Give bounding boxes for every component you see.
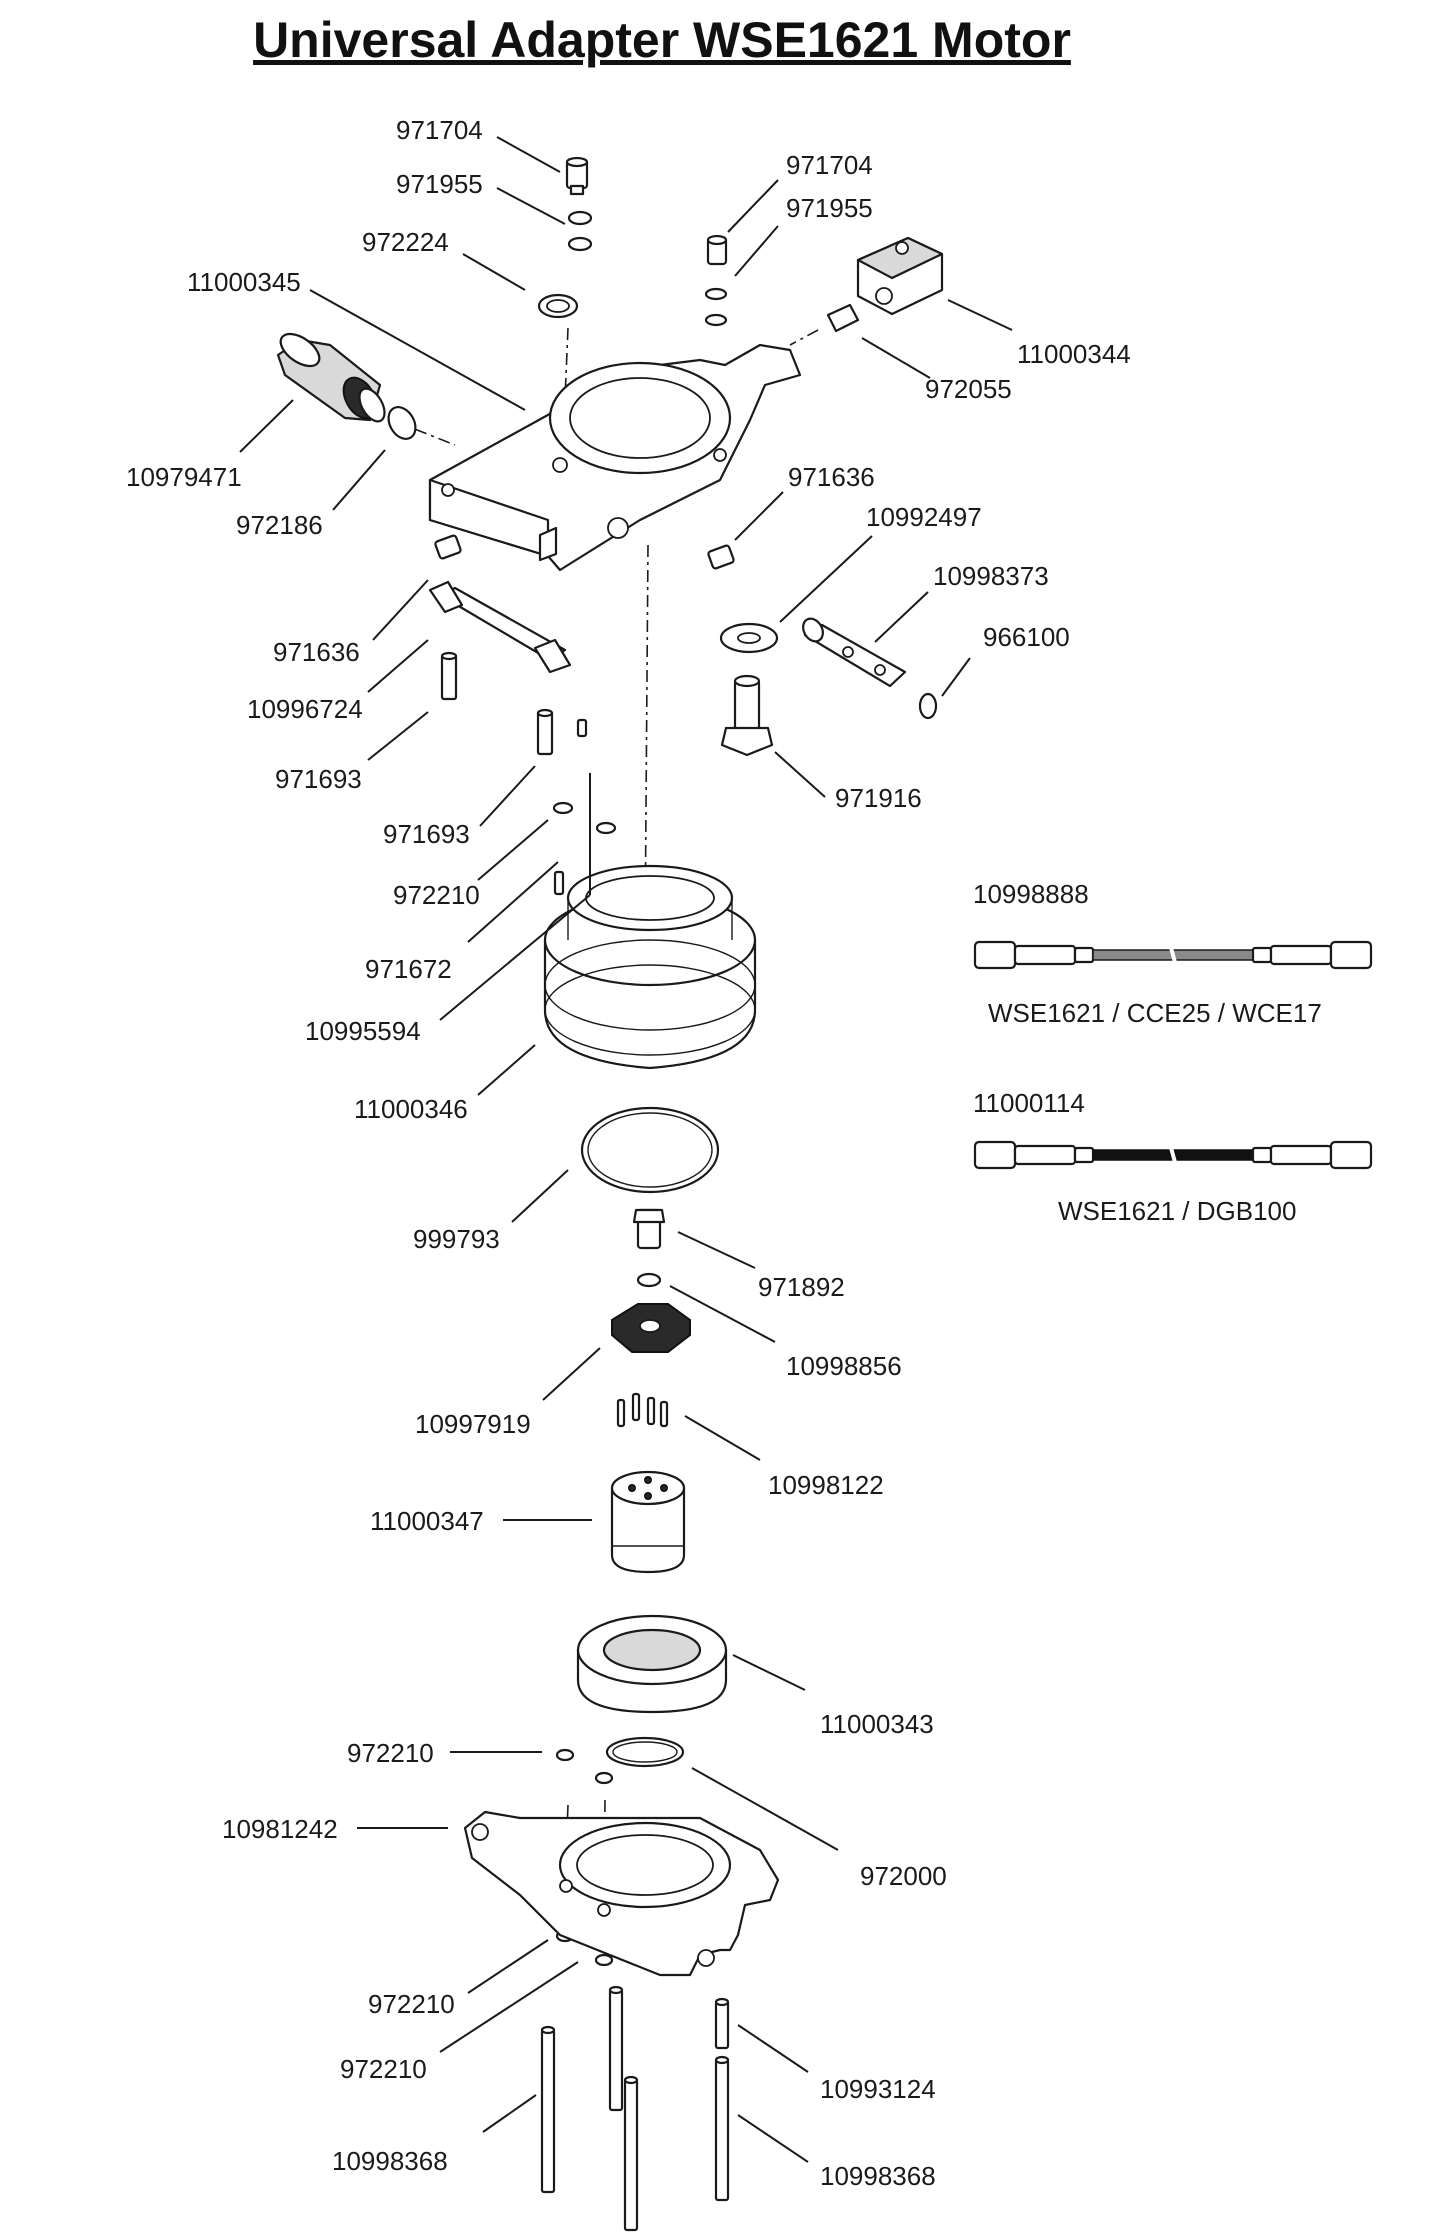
label-10995594: 10995594 — [305, 1016, 421, 1046]
label-971892: 971892 — [758, 1272, 845, 1302]
part-971704-b — [706, 234, 728, 266]
label-10998368-b: 10998368 — [820, 2161, 936, 2191]
label-11000343: 11000343 — [820, 1709, 934, 1739]
part-972210-washer-4 — [594, 1771, 614, 1785]
part-972000 — [605, 1736, 685, 1768]
cable-11000114: 11000114 WSE1621 / DGB100 — [973, 1088, 1373, 1226]
label-10979471: 10979471 — [126, 462, 242, 492]
part-971636-a — [707, 544, 735, 570]
label-972224: 972224 — [362, 227, 449, 257]
label-971704-a: 971704 — [396, 115, 483, 145]
part-10993124 — [608, 1985, 730, 2112]
label-11000346: 11000346 — [354, 1094, 468, 1124]
part-971892 — [632, 1208, 666, 1250]
diagram-title: Universal Adapter WSE1621 Motor — [253, 12, 1071, 68]
part-971955-a-1 — [567, 210, 593, 226]
label-972000: 972000 — [860, 1861, 947, 1891]
label-971636-a: 971636 — [788, 462, 875, 492]
part-11000344 — [856, 236, 944, 316]
label-10993124: 10993124 — [820, 2074, 936, 2104]
part-11000343 — [576, 1614, 728, 1714]
part-972210-washer-1 — [552, 801, 574, 815]
part-971672 — [553, 870, 565, 896]
part-971636-b — [434, 534, 462, 560]
label-10998368-a: 10998368 — [332, 2146, 448, 2176]
part-971693-b — [536, 708, 588, 756]
part-10998856-washer — [636, 1272, 662, 1288]
axis-pin — [789, 329, 819, 346]
label-971955-b: 971955 — [786, 193, 873, 223]
part-972210-washer-3 — [555, 1748, 575, 1762]
label-971693-a: 971693 — [275, 764, 362, 794]
label-971704-b: 971704 — [786, 150, 873, 180]
part-10996724 — [428, 580, 572, 674]
label-972210-c: 972210 — [368, 1989, 455, 2019]
part-971704-a — [565, 156, 589, 196]
label-999793: 999793 — [413, 1224, 500, 1254]
part-971693-a — [440, 651, 458, 701]
leader-lines — [239, 136, 1013, 2163]
part-10981242 — [463, 1810, 780, 1977]
label-10992497: 10992497 — [866, 502, 982, 532]
label-971916: 971916 — [835, 783, 922, 813]
label-11000344: 11000344 — [1017, 339, 1131, 369]
cable-graphic — [973, 1140, 1373, 1170]
label-10998122: 10998122 — [768, 1470, 884, 1500]
label-10998856: 10998856 — [786, 1351, 902, 1381]
cable-part-number: 11000114 — [973, 1088, 1085, 1118]
cable-graphic — [973, 940, 1373, 970]
part-10997919 — [611, 1303, 691, 1353]
label-972210-d: 972210 — [340, 2054, 427, 2084]
label-966100: 966100 — [983, 622, 1070, 652]
cable-caption: WSE1621 / DGB100 — [1058, 1196, 1296, 1226]
label-972186: 972186 — [236, 510, 323, 540]
cable-caption: WSE1621 / CCE25 / WCE17 — [988, 998, 1322, 1028]
cable-10998888: 10998888 WSE1621 / CCE25 / WCE17 — [973, 879, 1373, 1028]
part-10998368-bolts — [540, 2025, 730, 2232]
part-972186 — [387, 406, 417, 440]
part-972210-washer-2 — [595, 821, 617, 835]
label-971955-a: 971955 — [396, 169, 483, 199]
part-10979471 — [276, 332, 386, 423]
part-999793 — [580, 1106, 720, 1194]
label-972055: 972055 — [925, 374, 1012, 404]
label-972210-a: 972210 — [393, 880, 480, 910]
label-10997919: 10997919 — [415, 1409, 531, 1439]
part-10998122 — [616, 1392, 669, 1428]
label-972210-b: 972210 — [347, 1738, 434, 1768]
label-971636-b: 971636 — [273, 637, 360, 667]
label-971672: 971672 — [365, 954, 452, 984]
part-966100 — [918, 692, 938, 720]
label-10981242: 10981242 — [222, 1814, 338, 1844]
label-10998373: 10998373 — [933, 561, 1049, 591]
label-10996724: 10996724 — [247, 694, 363, 724]
part-971955-b-2 — [704, 313, 728, 327]
cable-part-number: 10998888 — [973, 879, 1089, 909]
label-11000347: 11000347 — [370, 1506, 484, 1536]
part-971955-b-1 — [704, 287, 728, 301]
part-10998373 — [802, 617, 907, 688]
part-11000345 — [428, 343, 802, 572]
part-972055 — [826, 303, 860, 333]
part-972210-washer-6 — [594, 1953, 614, 1967]
part-971955-a-2 — [567, 236, 593, 252]
label-971693-b: 971693 — [383, 819, 470, 849]
part-971916 — [720, 674, 774, 757]
part-11000346 — [543, 864, 757, 1070]
label-11000345: 11000345 — [187, 267, 301, 297]
part-11000347 — [610, 1470, 686, 1574]
